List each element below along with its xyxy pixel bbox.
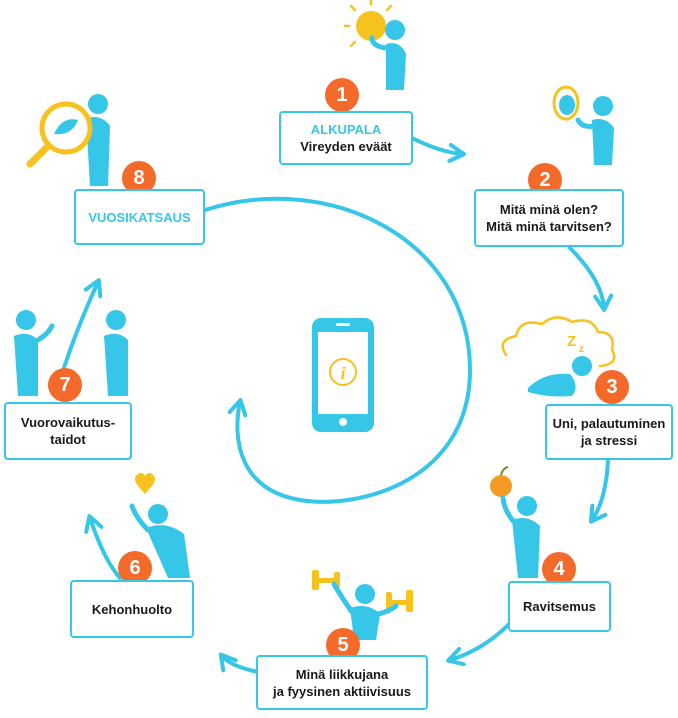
mirror-figure-icon: [552, 85, 614, 165]
step-3-line1: Uni, palautuminen: [552, 416, 666, 431]
step-3-badge: 3: [595, 370, 629, 404]
step-3-box[interactable]: Uni, palautuminen ja stressi: [545, 404, 673, 460]
step-2-box[interactable]: Mitä minä olen? Mitä minä tarvitsen?: [474, 189, 624, 247]
step-6-text: Kehonhuolto: [91, 601, 173, 617]
apple-figure-icon: [490, 466, 540, 578]
step-1-badge: 1: [325, 78, 359, 112]
heart-figure-icon: [84, 472, 190, 580]
step-3-line2: ja stressi: [580, 433, 638, 448]
center-spiral: [203, 196, 473, 504]
info-glyph: i: [340, 363, 345, 383]
step-7-badge: 7: [48, 368, 82, 402]
svg-text:z: z: [579, 344, 584, 355]
arrow-1-to-2: [410, 136, 466, 163]
step-5-line2: ja fyysinen aktiivisuus: [272, 683, 411, 699]
step-1-text: Vireyden eväät: [300, 139, 392, 154]
step-6-badge: 6: [118, 551, 152, 585]
step-7-box[interactable]: Vuorovaikutus- taidot: [4, 402, 132, 460]
phone-info-icon: i: [312, 318, 374, 432]
step-4-badge: 4: [542, 552, 576, 586]
sun-figure-icon: [343, 0, 406, 90]
step-2-line1: Mitä minä olen?: [499, 202, 599, 217]
arrow-2-to-3: [568, 246, 614, 312]
dumbbell-figure-icon: [312, 570, 413, 640]
step-6-box[interactable]: Kehonhuolto: [70, 580, 194, 638]
step-2-line2: Mitä minä tarvitsen?: [486, 219, 612, 234]
step-1-title: ALKUPALA: [310, 122, 382, 137]
step-5-box[interactable]: Minä liikkujana ja fyysinen aktiivisuus: [256, 655, 428, 710]
svg-text:Z: Z: [567, 333, 576, 350]
arrow-3-to-4: [588, 458, 610, 524]
step-7-line1: Vuorovaikutus-: [20, 415, 116, 430]
two-figures-icon: [14, 278, 128, 396]
step-7-line2: taidot: [50, 432, 86, 447]
step-5-line1: Minä liikkujana: [295, 666, 389, 682]
step-8-box[interactable]: VUOSIKATSAUS: [74, 189, 205, 245]
sleep-cloud-icon: Z z: [501, 316, 616, 397]
magnifier-figure-icon: [26, 94, 110, 186]
arrow-5-to-6: [218, 652, 260, 674]
step-4-text: Ravitsemus: [523, 599, 596, 614]
step-1-box[interactable]: ALKUPALA Vireyden eväät: [279, 111, 413, 165]
step-8-title: VUOSIKATSAUS: [88, 209, 191, 225]
step-4-box[interactable]: Ravitsemus: [508, 581, 611, 632]
